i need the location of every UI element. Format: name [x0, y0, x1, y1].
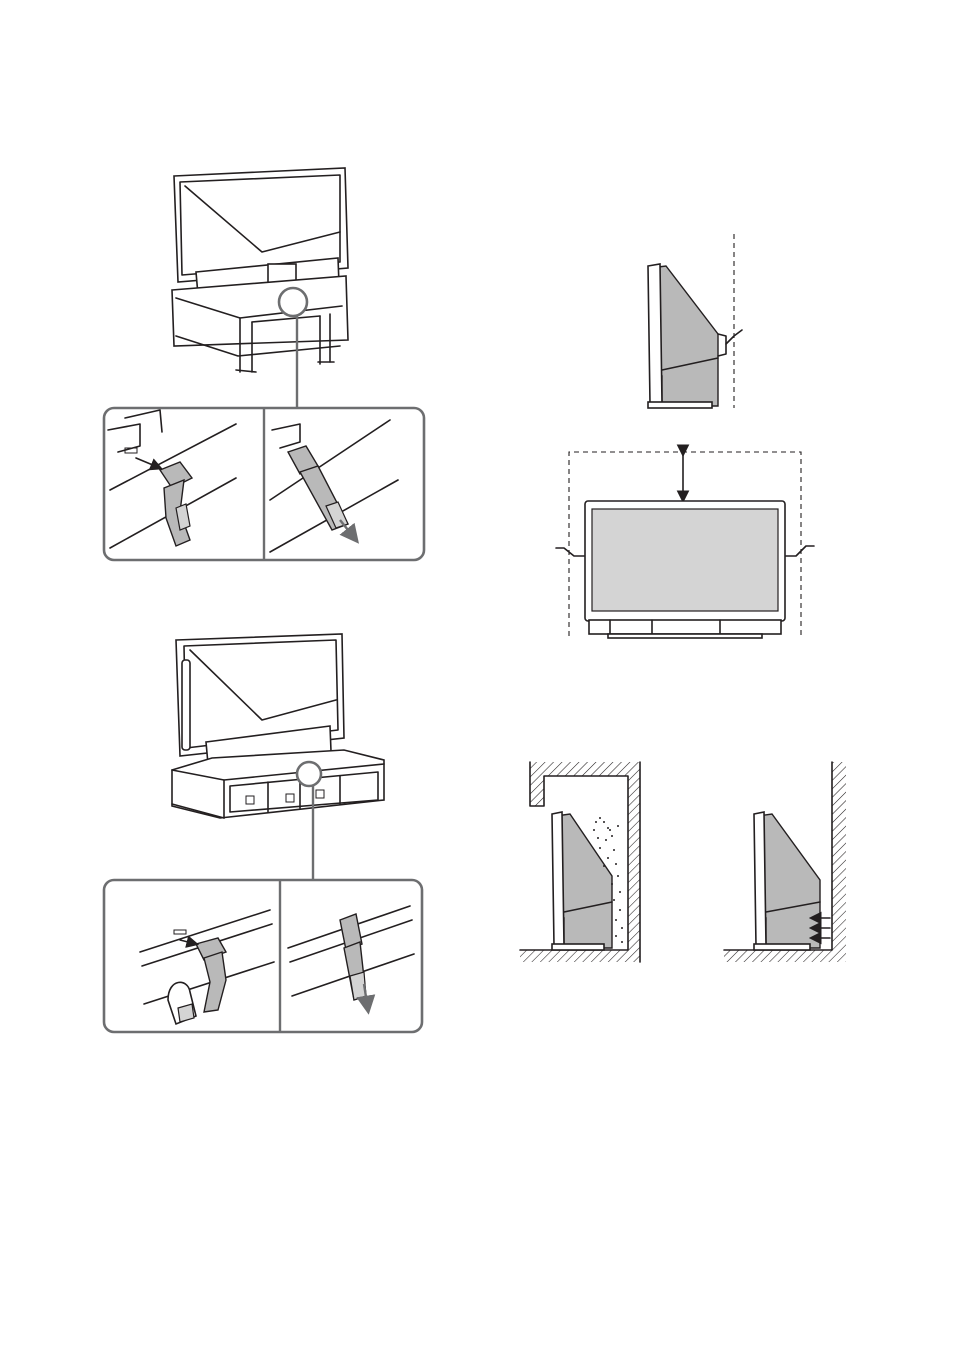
detail-callout	[104, 880, 422, 1032]
stand-icon	[172, 276, 348, 372]
tv-side-icon	[552, 812, 612, 950]
tv-side-icon	[648, 264, 726, 408]
figure-air-blocked	[520, 762, 640, 962]
figure-strap-stand-b	[104, 634, 422, 1032]
figure-front-clearance	[556, 452, 814, 638]
tv-front-icon	[585, 501, 785, 638]
right-clearance-tick	[786, 546, 814, 556]
clearance-tick	[726, 330, 742, 344]
figure-air-restricted	[724, 762, 846, 962]
detail-highlight-circle	[297, 762, 321, 786]
left-clearance-tick	[556, 548, 584, 556]
figure-strap-stand-a	[104, 168, 424, 560]
figure-side-clearance	[648, 234, 742, 408]
tv-side-icon	[754, 812, 820, 950]
detail-highlight-circle	[279, 288, 307, 316]
stand-icon	[172, 750, 384, 818]
